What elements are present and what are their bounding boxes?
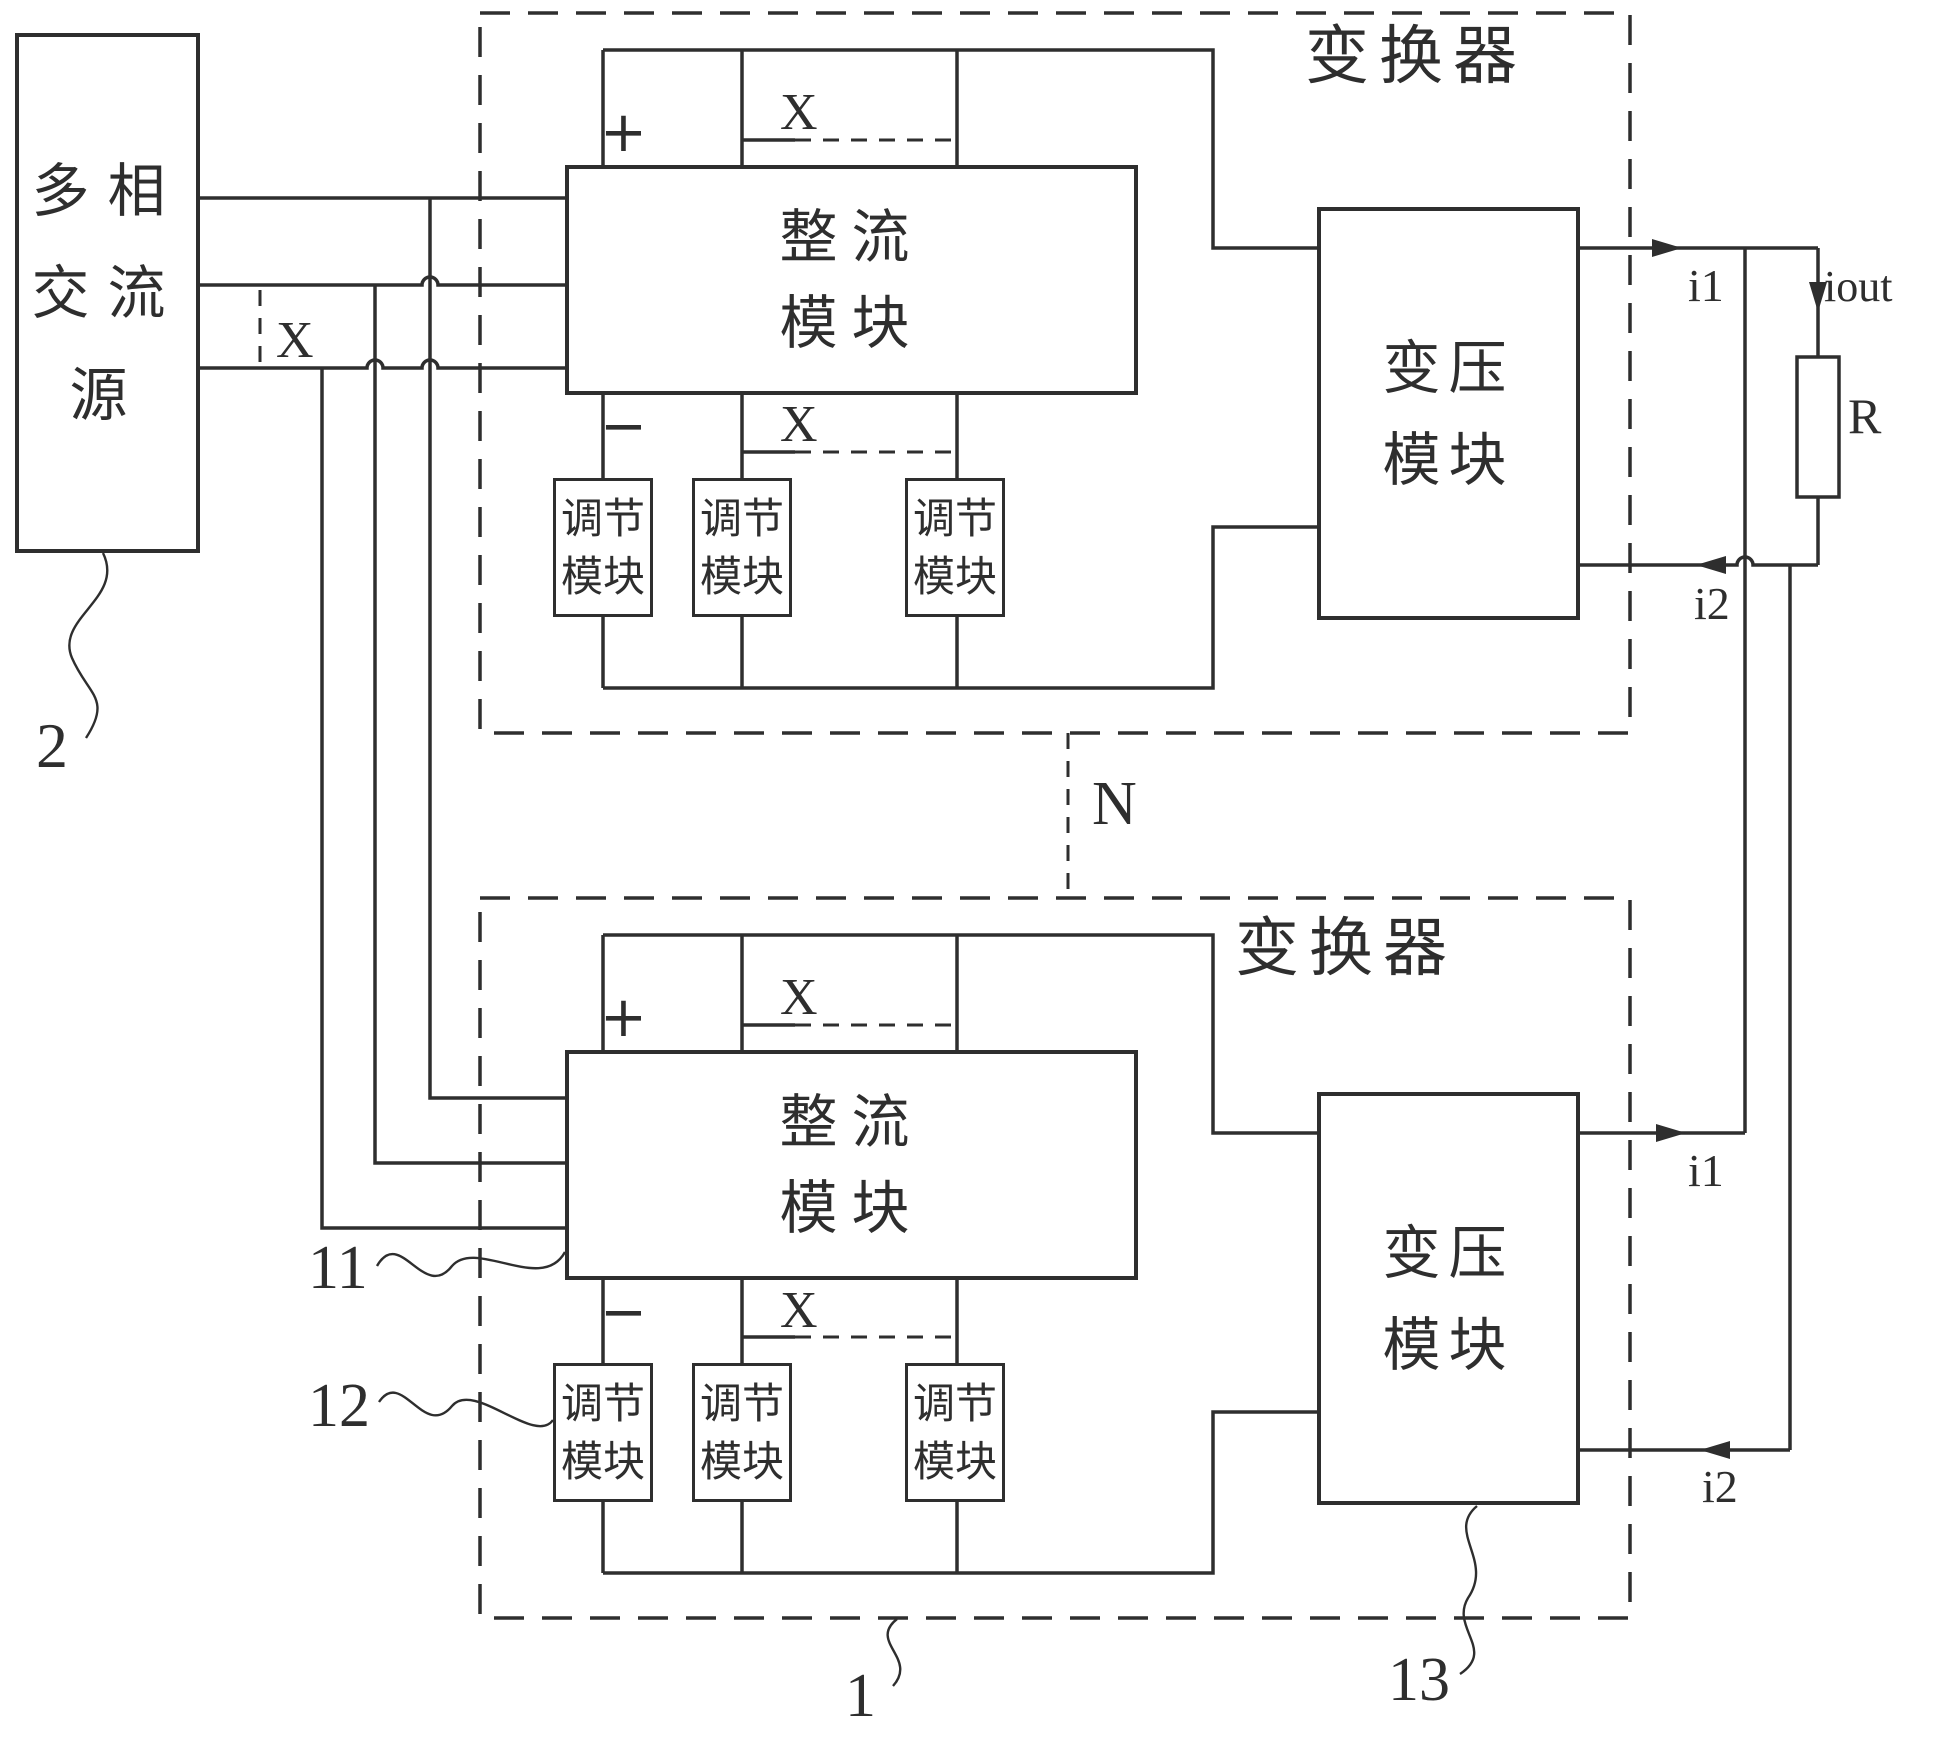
current-label-i2-bottom: i2 [1702,1461,1738,1512]
minus-terminal-2: − [600,1280,647,1345]
regulator-module-1-3-label: 调节 模块 [912,493,997,601]
leader-12 [378,1391,554,1428]
converter-1-title: 变换器 [1305,20,1527,94]
current-label-i1-top: i1 [1688,260,1724,311]
iout-arrow [1809,282,1827,312]
leader-13 [1459,1505,1478,1675]
ref-numeral-regulator: 12 [308,1372,370,1440]
minus-terminal-1: − [600,394,647,459]
ref-numeral-rectifier: 11 [308,1234,368,1302]
i1-arrow-bottom [1656,1124,1686,1142]
leader-1 [886,1618,902,1687]
x-count-top-1: X [780,84,818,141]
leader-11 [375,1251,567,1278]
resistor-body [1795,355,1841,499]
regulator-module-1-3: 调节 模块 [905,478,1005,617]
i2-arrow-top [1696,556,1726,574]
i2-arrow-bottom [1700,1441,1730,1459]
regulator-module-2-1-label: 调节 模块 [560,1378,645,1486]
x-count-bottom-2: X [780,1282,818,1339]
ref-numeral-transformer: 13 [1388,1646,1450,1714]
current-label-i1-bottom: i1 [1688,1145,1724,1196]
ac-source-box: 多相 交流 源 [15,33,200,553]
regulator-module-1-1: 调节 模块 [553,478,653,617]
rectifier-module-1-label: 整流 模块 [779,203,924,357]
rectifier-module-1: 整流 模块 [565,165,1138,395]
current-label-i2-top: i2 [1694,578,1730,629]
phase-count-label: X [276,312,314,369]
plus-terminal-2: + [600,985,647,1050]
transformer-module-2: 变压 模块 [1317,1092,1580,1505]
x-count-top-2: X [780,969,818,1026]
regulator-module-1-2-label: 调节 模块 [699,493,784,601]
ac-source-label: 多相 交流 源 [31,157,184,429]
current-label-iout: iout [1824,262,1893,311]
x-count-bottom-1: X [780,396,818,453]
regulator-module-2-1: 调节 模块 [553,1363,653,1502]
converter-1-dashed-border [478,11,1632,735]
ref-numeral-converter: 1 [845,1662,876,1730]
regulator-module-2-3: 调节 模块 [905,1363,1005,1502]
rectifier-module-2: 整流 模块 [565,1050,1138,1280]
rectifier-module-2-label: 整流 模块 [779,1088,924,1242]
i1-arrow-top [1652,239,1682,257]
ref-numeral-source: 2 [36,710,68,781]
transformer-module-2-label: 变压 模块 [1382,1218,1515,1379]
transformer-module-1-label: 变压 模块 [1382,333,1515,494]
converter-2-title: 变换器 [1235,912,1457,986]
n-converters-label: N [1092,770,1137,838]
transformer-module-1: 变压 模块 [1317,207,1580,620]
resistor-label: R [1848,388,1882,444]
regulator-module-1-2: 调节 模块 [692,478,792,617]
regulator-module-2-2: 调节 模块 [692,1363,792,1502]
leader-2 [68,552,109,739]
regulator-module-1-1-label: 调节 模块 [560,493,645,601]
plus-terminal-1: + [600,100,647,165]
regulator-module-2-2-label: 调节 模块 [699,1378,784,1486]
regulator-module-2-3-label: 调节 模块 [912,1378,997,1486]
